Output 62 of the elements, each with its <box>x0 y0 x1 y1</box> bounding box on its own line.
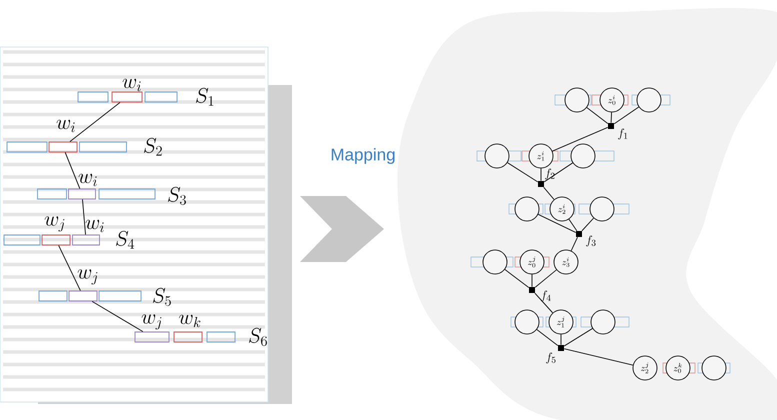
connector-line <box>507 162 538 182</box>
connector-line <box>544 162 574 182</box>
word-box <box>68 290 98 302</box>
connector-line <box>540 168 542 182</box>
title-text: Mapping <box>332 148 394 164</box>
word-box <box>112 92 142 102</box>
connector-line <box>568 218 578 232</box>
connector-line <box>504 269 530 288</box>
variable-circle <box>636 88 662 112</box>
variable-circle <box>514 196 540 222</box>
factor-label: $f_4$ <box>541 290 551 302</box>
factor-label: $f_2$ <box>545 168 554 180</box>
word-label: $w_k$ <box>179 314 200 328</box>
connector-line <box>536 329 558 346</box>
word-label: $w_i$ <box>86 220 104 232</box>
sentence-label: $S_4$ <box>116 230 134 249</box>
connector-line <box>534 292 554 314</box>
sentence-label: $S_5$ <box>153 288 171 306</box>
connector-line <box>58 245 81 291</box>
word-box <box>134 332 170 342</box>
variable-circle <box>702 356 726 380</box>
word-box <box>48 142 78 152</box>
word-box <box>174 332 202 342</box>
connector-line <box>582 218 594 232</box>
sentence-label: $S_6$ <box>249 328 267 346</box>
sentence-label: $S_2$ <box>144 138 162 156</box>
factor-square <box>608 123 614 129</box>
word-label: $w_j$ <box>142 314 162 330</box>
variable-circle <box>590 310 616 334</box>
word-label: $w_i$ <box>56 120 75 132</box>
variable-circle <box>482 250 508 274</box>
connector-line <box>552 126 608 152</box>
connector-line <box>92 301 144 332</box>
sentence-label: $S_1$ <box>196 88 214 106</box>
variable-circle <box>514 310 540 334</box>
variable-circle <box>484 144 510 168</box>
word-box <box>72 234 100 246</box>
sentence-label: $S_3$ <box>168 186 186 205</box>
variable-circle <box>570 144 596 168</box>
word-label: $w_j$ <box>44 216 64 232</box>
word-label: $w_i$ <box>78 174 97 186</box>
connector-line <box>64 152 80 189</box>
connector-line <box>586 107 608 124</box>
connector-line <box>610 112 612 124</box>
connector-line <box>614 106 640 124</box>
connector-line <box>543 186 554 200</box>
variable-circle <box>590 196 614 222</box>
word-box <box>68 188 96 200</box>
connector-line <box>82 199 86 235</box>
connector-line <box>560 334 562 346</box>
factor-label: $f_1$ <box>618 128 628 140</box>
connector-line <box>534 269 557 288</box>
variable-circle <box>564 88 590 112</box>
connector-line <box>570 236 578 252</box>
connector-line <box>564 328 593 346</box>
connector-line <box>564 348 634 366</box>
word-label: $w_j$ <box>78 269 98 285</box>
word-box <box>42 234 70 246</box>
connector-line <box>538 214 576 233</box>
factor-label: $f_5$ <box>546 352 556 364</box>
factor-label: $f_3$ <box>586 236 596 246</box>
connector-line <box>70 102 120 142</box>
